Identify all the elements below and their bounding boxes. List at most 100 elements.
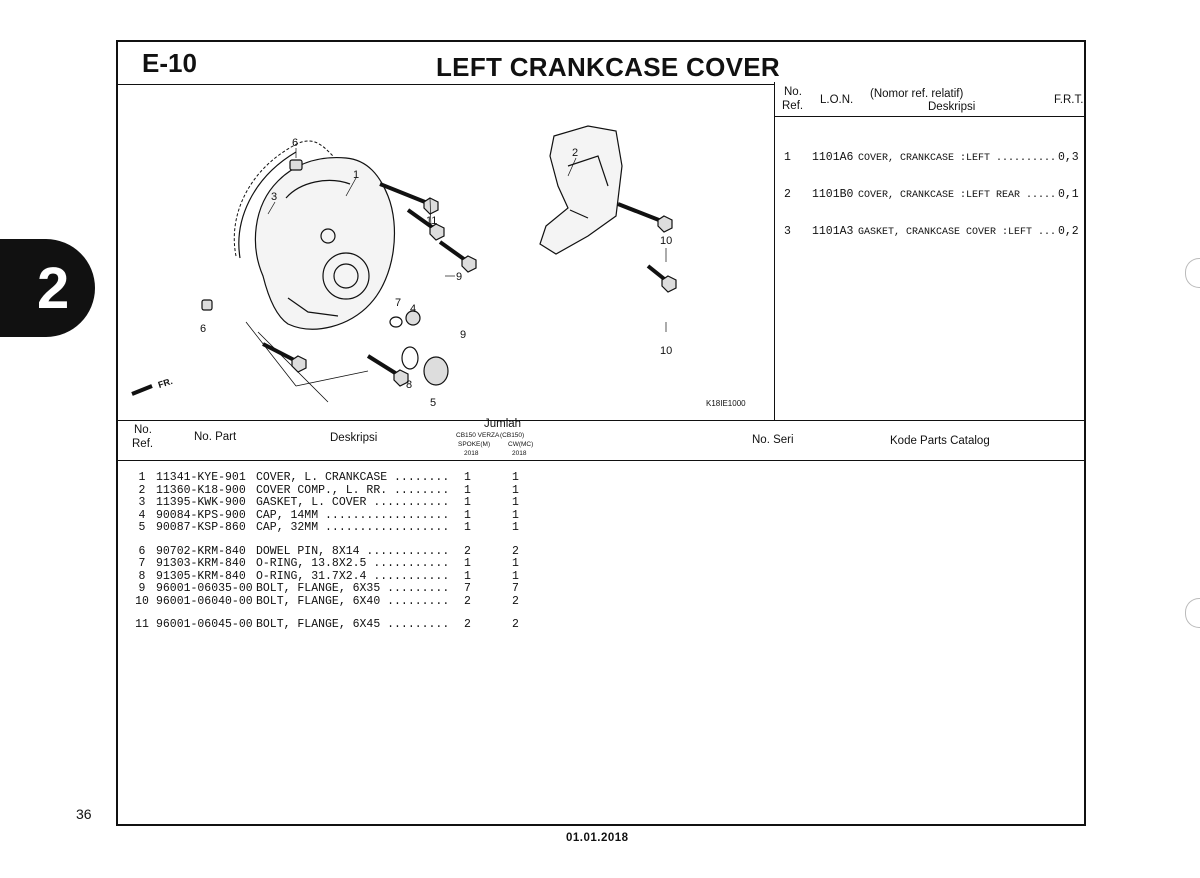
ref-cell: 11 <box>135 618 149 631</box>
qty-model1-cell: 1 <box>464 521 471 534</box>
parts-group: 6 90702-KRM-840 DOWEL PIN, 8X14 ..........… <box>128 544 542 609</box>
description-cell: O-RING, 31.7X2.4 ........... <box>256 569 450 583</box>
callout-3: 3 <box>271 191 277 203</box>
part-number-cell: 90087-KSP-860 <box>156 521 246 534</box>
parts-group: 1 11341-KYE-901 COVER, L. CRANKCASE ......… <box>128 471 542 535</box>
lon-header-frt: F.R.T. <box>1054 94 1084 106</box>
model2-year: 2018 <box>512 450 527 457</box>
callout-9: 9 <box>460 329 466 341</box>
description-cell: COVER, L. CRANKCASE ........ <box>256 471 450 484</box>
qty-model2-cell: 1 <box>512 508 519 522</box>
parts-header-desc: Deskripsi <box>330 432 378 444</box>
lon-header-divider <box>774 116 1086 117</box>
callout-7: 7 <box>395 297 401 309</box>
ref-cell: 9 <box>138 582 146 595</box>
ref-cell: 10 <box>135 594 149 608</box>
table-row: 6 90702-KRM-840 DOWEL PIN, 8X14 ..........… <box>128 544 542 559</box>
description-cell: DOWEL PIN, 8X14 ............ <box>256 544 450 558</box>
ref-cell: 4 <box>138 508 146 522</box>
qty-model1-cell: 1 <box>464 483 471 497</box>
catalog-frame: E-10 LEFT CRANKCASE COVER <box>76 40 1086 826</box>
parts-header-divider <box>118 460 1086 461</box>
callout-10: 10 <box>660 235 672 247</box>
qty-model1-cell: 7 <box>464 582 471 595</box>
model2-name: (CB150) <box>500 432 525 439</box>
callout-11: 11 <box>426 215 437 227</box>
table-row: 4 90084-KPS-900 CAP, 14MM ................… <box>128 508 542 523</box>
section-tab: 2 <box>0 239 95 337</box>
callout-6: 6 <box>292 137 298 149</box>
lon-header-deskripsi: Deskripsi <box>928 101 976 113</box>
qty-model1-cell: 2 <box>464 544 471 558</box>
callout-4: 4 <box>410 303 416 315</box>
lon-header-nomor: (Nomor ref. relatif) <box>870 88 964 100</box>
qty-model2-cell: 1 <box>512 521 519 534</box>
table-row: 7 91303-KRM-840 O-RING, 13.8X2.5 .........… <box>128 557 542 571</box>
part-number-cell: 11341-KYE-901 <box>156 471 246 484</box>
qty-model1-cell: 2 <box>464 618 471 631</box>
parts-header-ref: Ref. <box>132 438 154 450</box>
callout-9: 9 <box>456 271 462 283</box>
lon-header-ref: Ref. <box>782 100 804 112</box>
qty-model1-cell: 1 <box>464 557 471 570</box>
ref-cell: 3 <box>138 496 146 509</box>
part-number-cell: 96001-06035-00 <box>156 582 253 595</box>
qty-model1-cell: 2 <box>464 594 471 608</box>
exploded-parts-diagram: 6 1 3 2 11 9 10 7 4 9 6 10 8 5 11 9 <box>131 125 677 409</box>
qty-model1-cell: 1 <box>464 496 471 509</box>
model1-name: CB150 VERZA <box>456 432 500 439</box>
binding-hole-mark <box>1185 258 1200 288</box>
parts-top-divider <box>118 420 1086 421</box>
page-title: LEFT CRANKCASE COVER <box>436 52 781 82</box>
description-cell: COVER COMP., L. RR. ........ <box>256 483 450 497</box>
qty-model1-cell: 1 <box>464 569 471 583</box>
lon-header-lon: L.O.N. <box>820 94 854 106</box>
qty-model2-cell: 1 <box>512 569 519 583</box>
part-number-cell: 96001-06040-00 <box>156 594 253 608</box>
ref-cell: 1 <box>138 471 146 484</box>
footer-date: 01.01.2018 <box>566 832 629 844</box>
ref-cell: 5 <box>138 521 146 534</box>
qty-model2-cell: 2 <box>512 544 519 558</box>
description-cell: O-RING, 13.8X2.5 ........... <box>256 557 450 570</box>
parts-header-jumlah: Jumlah <box>484 418 522 430</box>
part-number-cell: 91303-KRM-840 <box>156 557 246 570</box>
description-cell: CAP, 14MM .................. <box>256 508 450 522</box>
qty-model1-cell: 1 <box>464 508 471 522</box>
lon-header-no: No. <box>784 86 802 98</box>
callout-2: 2 <box>572 147 578 159</box>
part-number-cell: 90702-KRM-840 <box>156 544 246 558</box>
qty-model2-cell: 1 <box>512 496 519 509</box>
ref-cell: 6 <box>138 544 146 558</box>
qty-model1-cell: 1 <box>464 471 471 484</box>
diagram-divider <box>774 82 775 420</box>
parts-header-kode: Kode Parts Catalog <box>890 435 990 447</box>
ref-cell: 7 <box>138 557 146 570</box>
qty-model2-cell: 1 <box>512 557 519 570</box>
header-divider <box>118 84 774 85</box>
callout-10: 10 <box>660 345 672 357</box>
qty-model2-cell: 1 <box>512 483 519 497</box>
callout-5: 5 <box>430 397 436 409</box>
part-number-cell: 90084-KPS-900 <box>156 508 246 522</box>
ref-cell: 8 <box>138 569 146 583</box>
diagram-image-code: K18IE1000 <box>706 399 746 408</box>
callout-1: 1 <box>353 169 359 181</box>
part-number-cell: 11360-K18-900 <box>156 483 246 497</box>
description-cell: BOLT, FLANGE, 6X35 ......... <box>256 582 450 595</box>
part-number-cell: 96001-06045-00 <box>156 618 253 631</box>
qty-model2-cell: 7 <box>512 582 519 595</box>
description-cell: BOLT, FLANGE, 6X40 ......... <box>256 594 450 608</box>
parts-header-part: No. Part <box>194 431 237 443</box>
model1-year: 2018 <box>464 450 479 457</box>
